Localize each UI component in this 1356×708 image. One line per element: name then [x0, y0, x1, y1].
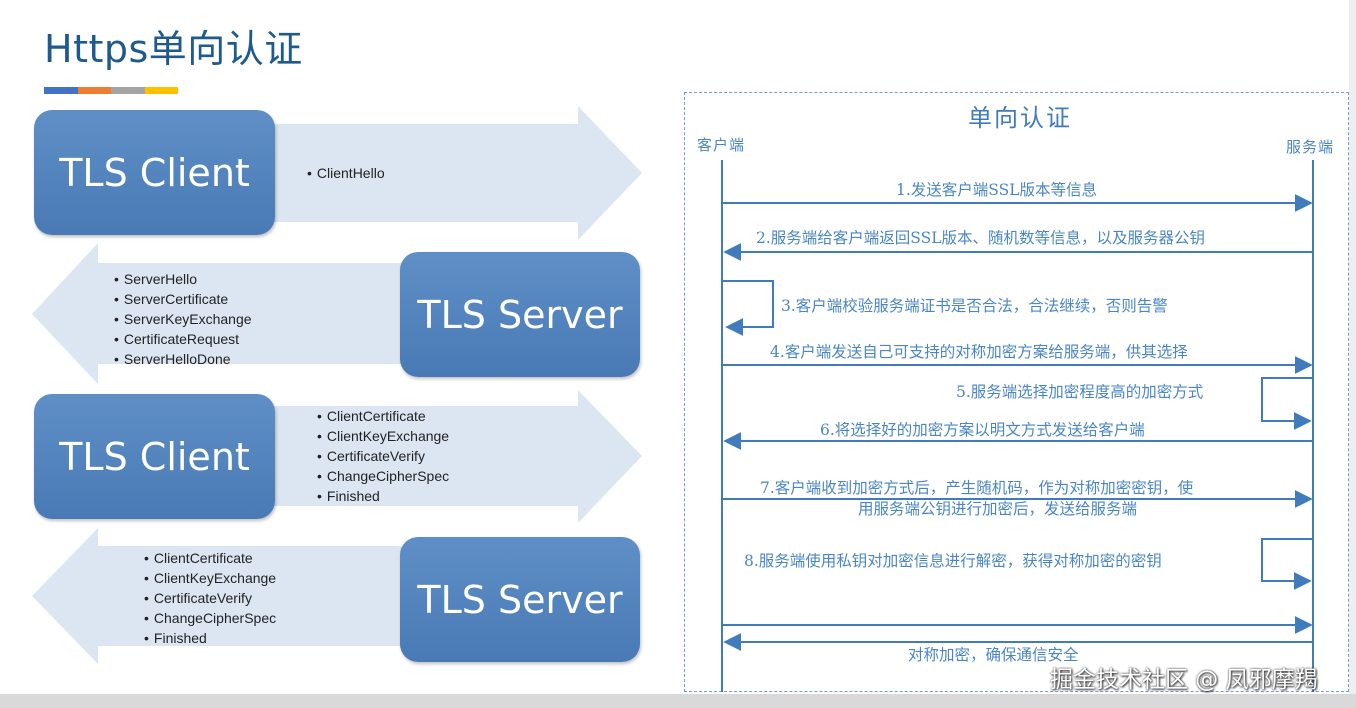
tls-server-box-4: TLS Server — [400, 537, 640, 662]
message-7a: 7.客户端收到加密方式后，产生随机码，作为对称加密密钥，使 — [760, 479, 1194, 497]
message-4: 4.客户端发送自己可支持的对称加密方案给服务端，供其选择 — [770, 343, 1188, 361]
message-item: ChangeCipherSpec — [317, 466, 449, 486]
message-item: ClientKeyExchange — [317, 426, 449, 446]
title-bar-segment — [44, 87, 78, 94]
message-item: ServerCertificate — [114, 289, 252, 309]
right-arrow-1 — [270, 106, 642, 240]
page-title: Https单向认证 — [44, 27, 303, 71]
message-item: Finished — [317, 486, 449, 506]
title-bar-segment — [77, 87, 111, 94]
message-item: ChangeCipherSpec — [144, 608, 276, 628]
self-loop-m5 — [1261, 377, 1312, 430]
watermark: 掘金技术社区 @ 凤邪摩羯 — [1050, 667, 1318, 693]
client-label: 客户端 — [697, 136, 746, 154]
server-label: 服务端 — [1286, 138, 1335, 156]
message-item: CertificateVerify — [144, 588, 276, 608]
self-loop-m8 — [1261, 538, 1312, 590]
tls-client-box-1: TLS Client — [34, 110, 275, 235]
message-6: 6.将选择好的加密方案以明文方式发送给客户端 — [820, 421, 1145, 439]
tls-client-box-3: TLS Client — [34, 394, 275, 519]
message-7b: 用服务端公钥进行加密后，发送给服务端 — [858, 500, 1138, 518]
sequence-diagram-frame — [684, 92, 1349, 692]
diagram-title: 单向认证 — [968, 104, 1072, 132]
message-9: 对称加密，确保通信安全 — [908, 646, 1079, 664]
message-item: CertificateRequest — [114, 329, 252, 349]
message-item: ClientCertificate — [317, 406, 449, 426]
message-item: CertificateVerify — [317, 446, 449, 466]
tls-server-box-2: TLS Server — [400, 252, 640, 377]
message-5: 5.服务端选择加密程度高的加密方式 — [956, 383, 1204, 401]
message-2: 2.服务端给客户端返回SSL版本、随机数等信息，以及服务器公钥 — [756, 229, 1206, 247]
title-bar-segment — [111, 87, 145, 94]
right-edge — [1349, 0, 1356, 694]
message-1: 1.发送客户端SSL版本等信息 — [896, 181, 1098, 199]
message-item: Finished — [144, 628, 276, 648]
message-item: ClientKeyExchange — [144, 568, 276, 588]
title-bar-segment — [144, 87, 178, 94]
message-list-1: ClientHello — [307, 163, 385, 183]
message-8: 8.服务端使用私钥对加密信息进行解密，获得对称加密的密钥 — [744, 552, 1162, 570]
message-item: ServerKeyExchange — [114, 309, 252, 329]
self-loop-m3 — [723, 280, 774, 336]
message-3: 3.客户端校验服务端证书是否合法，合法继续，否则告警 — [781, 297, 1168, 315]
message-item: ClientCertificate — [144, 548, 276, 568]
title-color-bar — [44, 87, 178, 94]
message-list-4: ClientCertificate ClientKeyExchange Cert… — [144, 548, 276, 648]
message-list-2: ServerHello ServerCertificate ServerKeyE… — [114, 269, 252, 369]
message-list-3: ClientCertificate ClientKeyExchange Cert… — [317, 406, 449, 506]
bottom-bar — [0, 694, 1356, 708]
message-item: ClientHello — [307, 163, 385, 183]
message-item: ServerHello — [114, 269, 252, 289]
message-item: ServerHelloDone — [114, 349, 252, 369]
